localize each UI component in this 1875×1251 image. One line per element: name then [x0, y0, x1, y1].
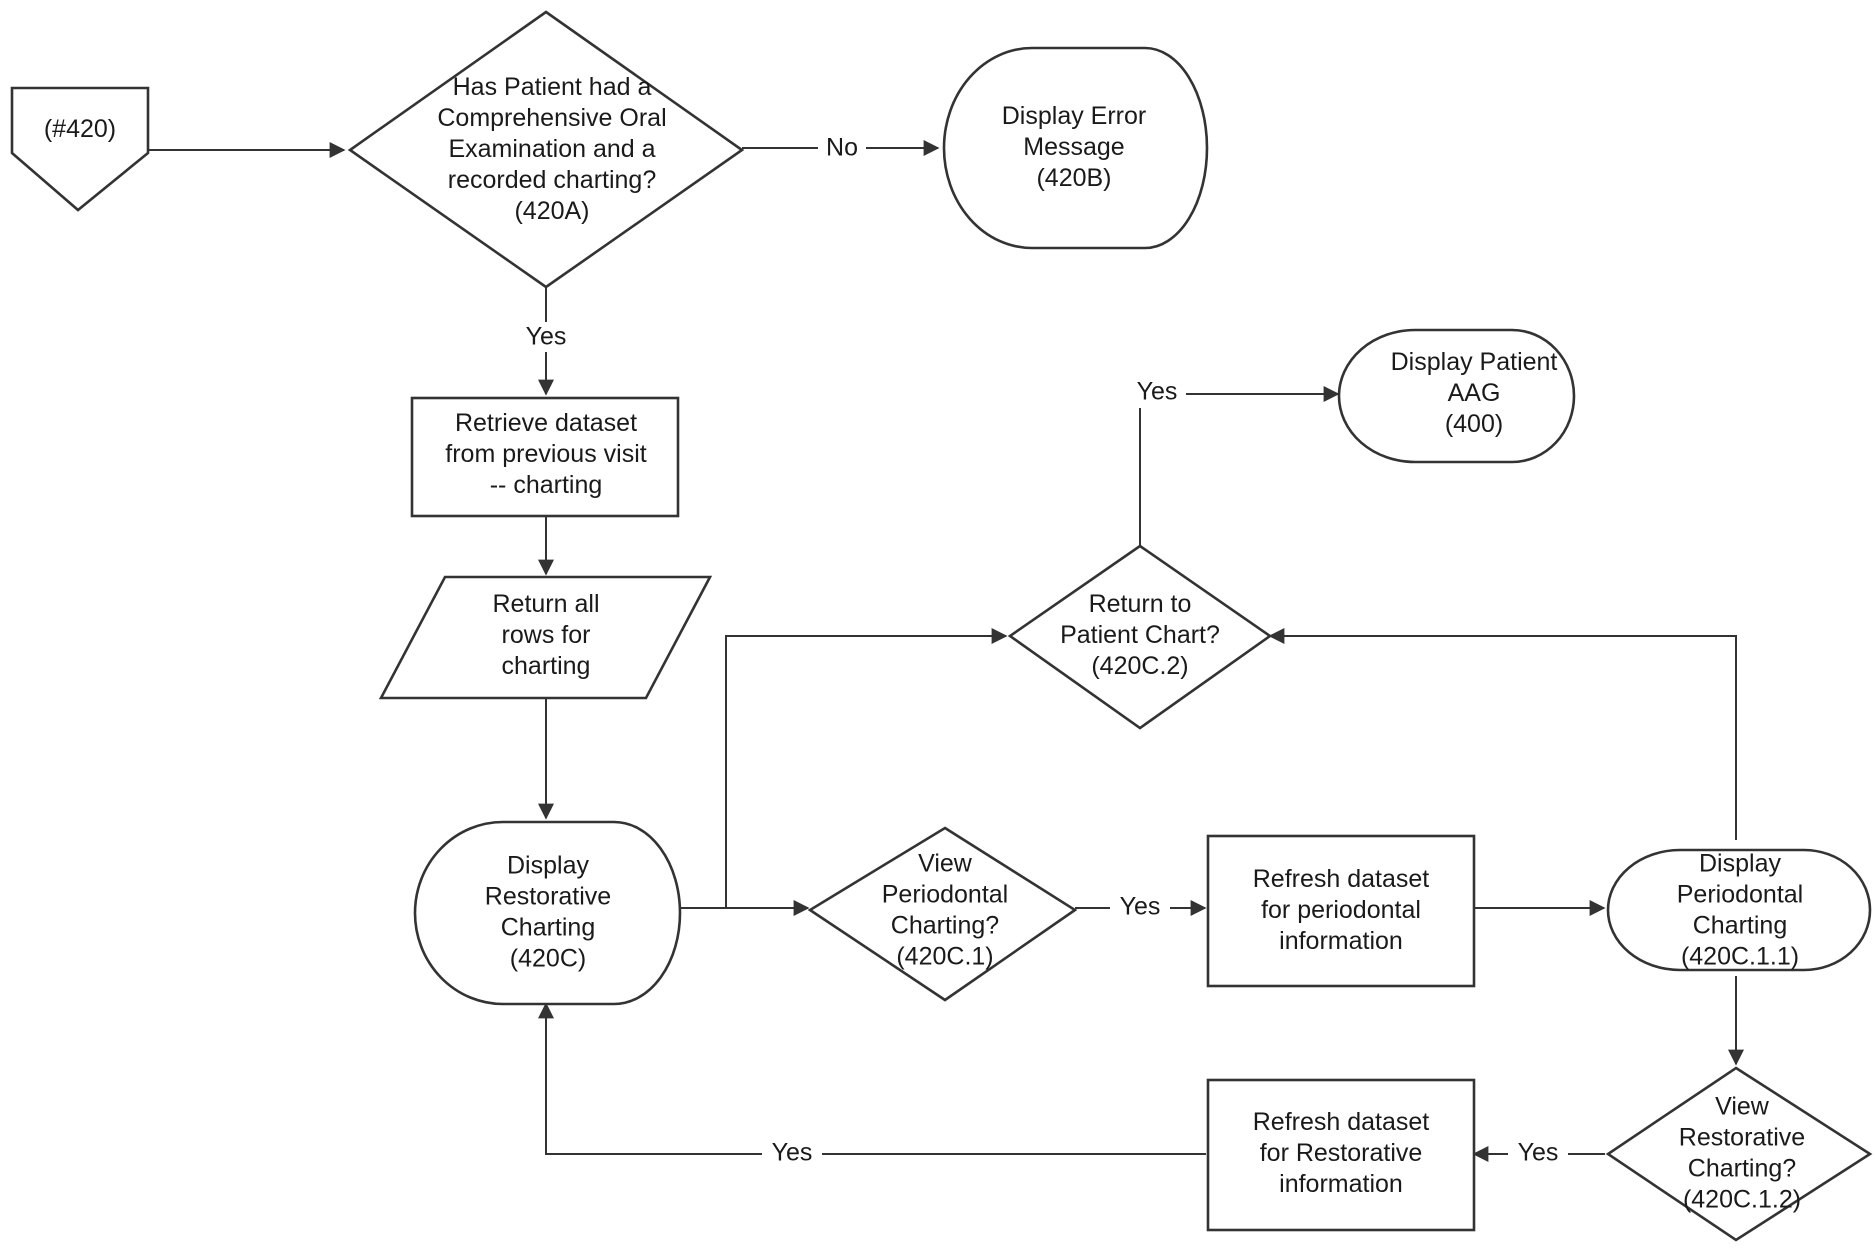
d42011-label-line: (420C.1.1): [1681, 942, 1799, 970]
refreshperio-label-line: information: [1279, 927, 1403, 955]
refreshperio-label-line: Refresh dataset: [1253, 865, 1430, 893]
d400-label-line: Display Patient: [1391, 348, 1558, 376]
e420b-label-line: (420B): [1036, 164, 1111, 192]
node-labels: (#420) Has Patient had a Comprehensive Or…: [44, 73, 1805, 1214]
start-offpage-connector: [12, 88, 148, 210]
shapes: [12, 12, 1870, 1240]
retrieve-label-line: from previous visit: [445, 440, 646, 468]
v42012-label-line: Restorative: [1679, 1123, 1805, 1151]
v42012-label-line: Charting?: [1688, 1154, 1796, 1182]
io-returnrows-label: Return all rows for charting: [493, 590, 600, 680]
refreshperio-label-line: for periodontal: [1261, 896, 1421, 924]
edge-label-no: No: [826, 134, 858, 162]
d420a-label-line: (420A): [514, 197, 589, 225]
start-label-line: (#420): [44, 115, 116, 143]
d42011-label-line: Charting: [1693, 911, 1788, 939]
connectors: [148, 148, 1736, 1154]
process-refreshrest-label: Refresh dataset for Restorative informatio…: [1253, 1108, 1430, 1198]
returnrows-label-line: Return all: [493, 590, 600, 618]
r4202-label-line: (420C.2): [1091, 652, 1188, 680]
retrieve-label-line: -- charting: [490, 471, 603, 499]
d400-label-line: (400): [1445, 410, 1503, 438]
d420a-label-line: Examination and a: [448, 135, 655, 163]
d420c-label-line: Charting: [501, 913, 596, 941]
v42012-label-line: View: [1715, 1092, 1770, 1120]
returnrows-label-line: rows for: [502, 621, 591, 649]
d42011-label-line: Display: [1699, 849, 1781, 877]
connector-4202-to-400: [1140, 394, 1338, 546]
refreshrest-label-line: information: [1279, 1170, 1403, 1198]
connector-refreshrest-to-420c: [546, 1004, 1206, 1154]
edge-label-yes-42012: Yes: [1518, 1139, 1559, 1167]
d420a-label-line: Has Patient had a: [453, 73, 652, 101]
v4201-label-line: View: [918, 849, 973, 877]
refreshrest-label-line: Refresh dataset: [1253, 1108, 1430, 1136]
edge-label-yes-4201: Yes: [1120, 893, 1161, 921]
d420c-label-line: Restorative: [485, 882, 611, 910]
edge-label-yes-refreshrest: Yes: [772, 1139, 813, 1167]
d420c-label-line: (420C): [510, 944, 586, 972]
r4202-label-line: Patient Chart?: [1060, 621, 1220, 649]
connector-42011-to-4202: [1270, 636, 1736, 840]
retrieve-label-line: Retrieve dataset: [455, 409, 637, 437]
v4201-label-line: Charting?: [891, 911, 999, 939]
process-refreshperio-label: Refresh dataset for periodontal informatio…: [1253, 865, 1430, 955]
v4201-label-line: Periodontal: [882, 880, 1008, 908]
start-label: (#420): [44, 115, 116, 143]
d400-label-line: AAG: [1448, 379, 1501, 407]
refreshrest-label-line: for Restorative: [1260, 1139, 1423, 1167]
e420b-label-line: Message: [1023, 133, 1124, 161]
e420b-label-line: Display Error: [1002, 102, 1146, 130]
returnrows-label-line: charting: [502, 652, 591, 680]
d420a-label-line: Comprehensive Oral: [437, 104, 666, 132]
edge-label-yes-420a: Yes: [526, 323, 567, 351]
v42012-label-line: (420C.1.2): [1683, 1185, 1801, 1213]
d42011-label-line: Periodontal: [1677, 880, 1803, 908]
v4201-label-line: (420C.1): [896, 942, 993, 970]
d420c-label-line: Display: [507, 851, 589, 879]
edge-label-yes-4202: Yes: [1137, 378, 1178, 406]
d420a-label-line: recorded charting?: [448, 166, 656, 194]
r4202-label-line: Return to: [1089, 590, 1192, 618]
